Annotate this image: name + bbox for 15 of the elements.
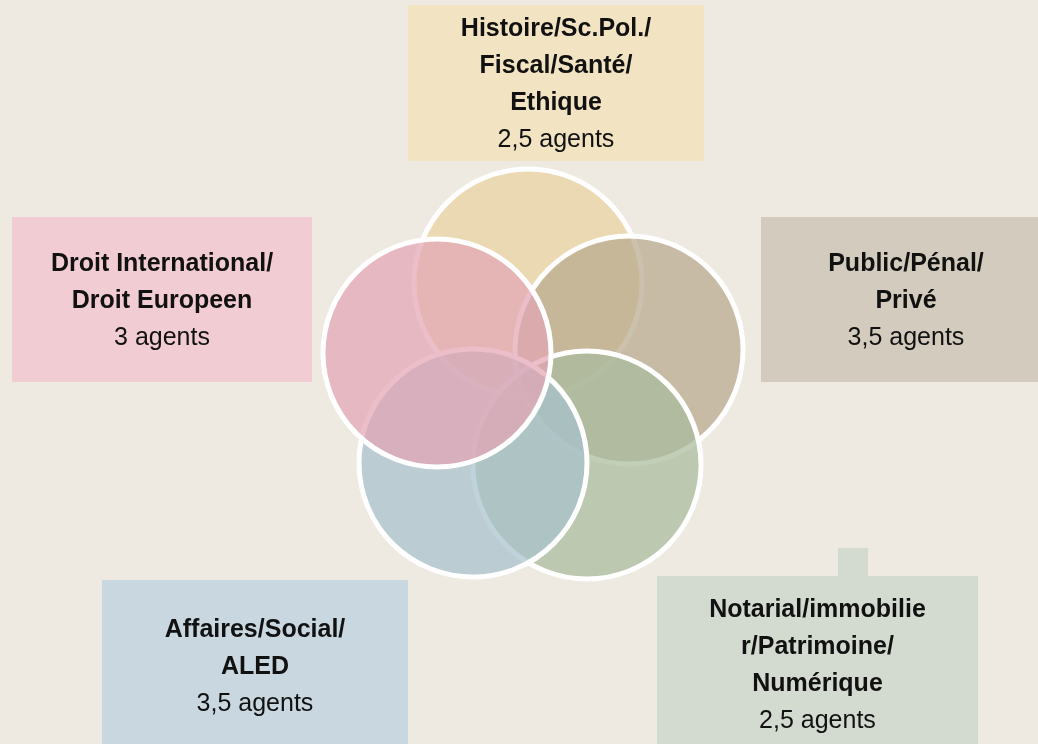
label-box [657,576,978,744]
category-heading: Notarial/immobilie r/Patrimoine/ Numérique [708,592,927,698]
agent-count: 2,5 agents [759,703,876,735]
label-box [12,217,312,382]
label-box [408,5,704,161]
category-heading: Droit International/ Droit Europeen [49,247,275,315]
category-heading: Public/Pénal/ Privé [827,247,985,315]
category-heading: Histoire/Sc.Pol./ Fiscal/Santé/ Ethique [459,12,653,117]
label-box [102,580,408,744]
label-box [761,217,1038,382]
agent-count: 3,5 agents [196,686,314,718]
category-heading: Affaires/Social/ ALED [163,612,347,681]
agent-count: 3,5 agents [847,321,965,352]
agent-count: 3 agents [114,321,210,352]
agent-count: 2,5 agents [497,123,615,154]
